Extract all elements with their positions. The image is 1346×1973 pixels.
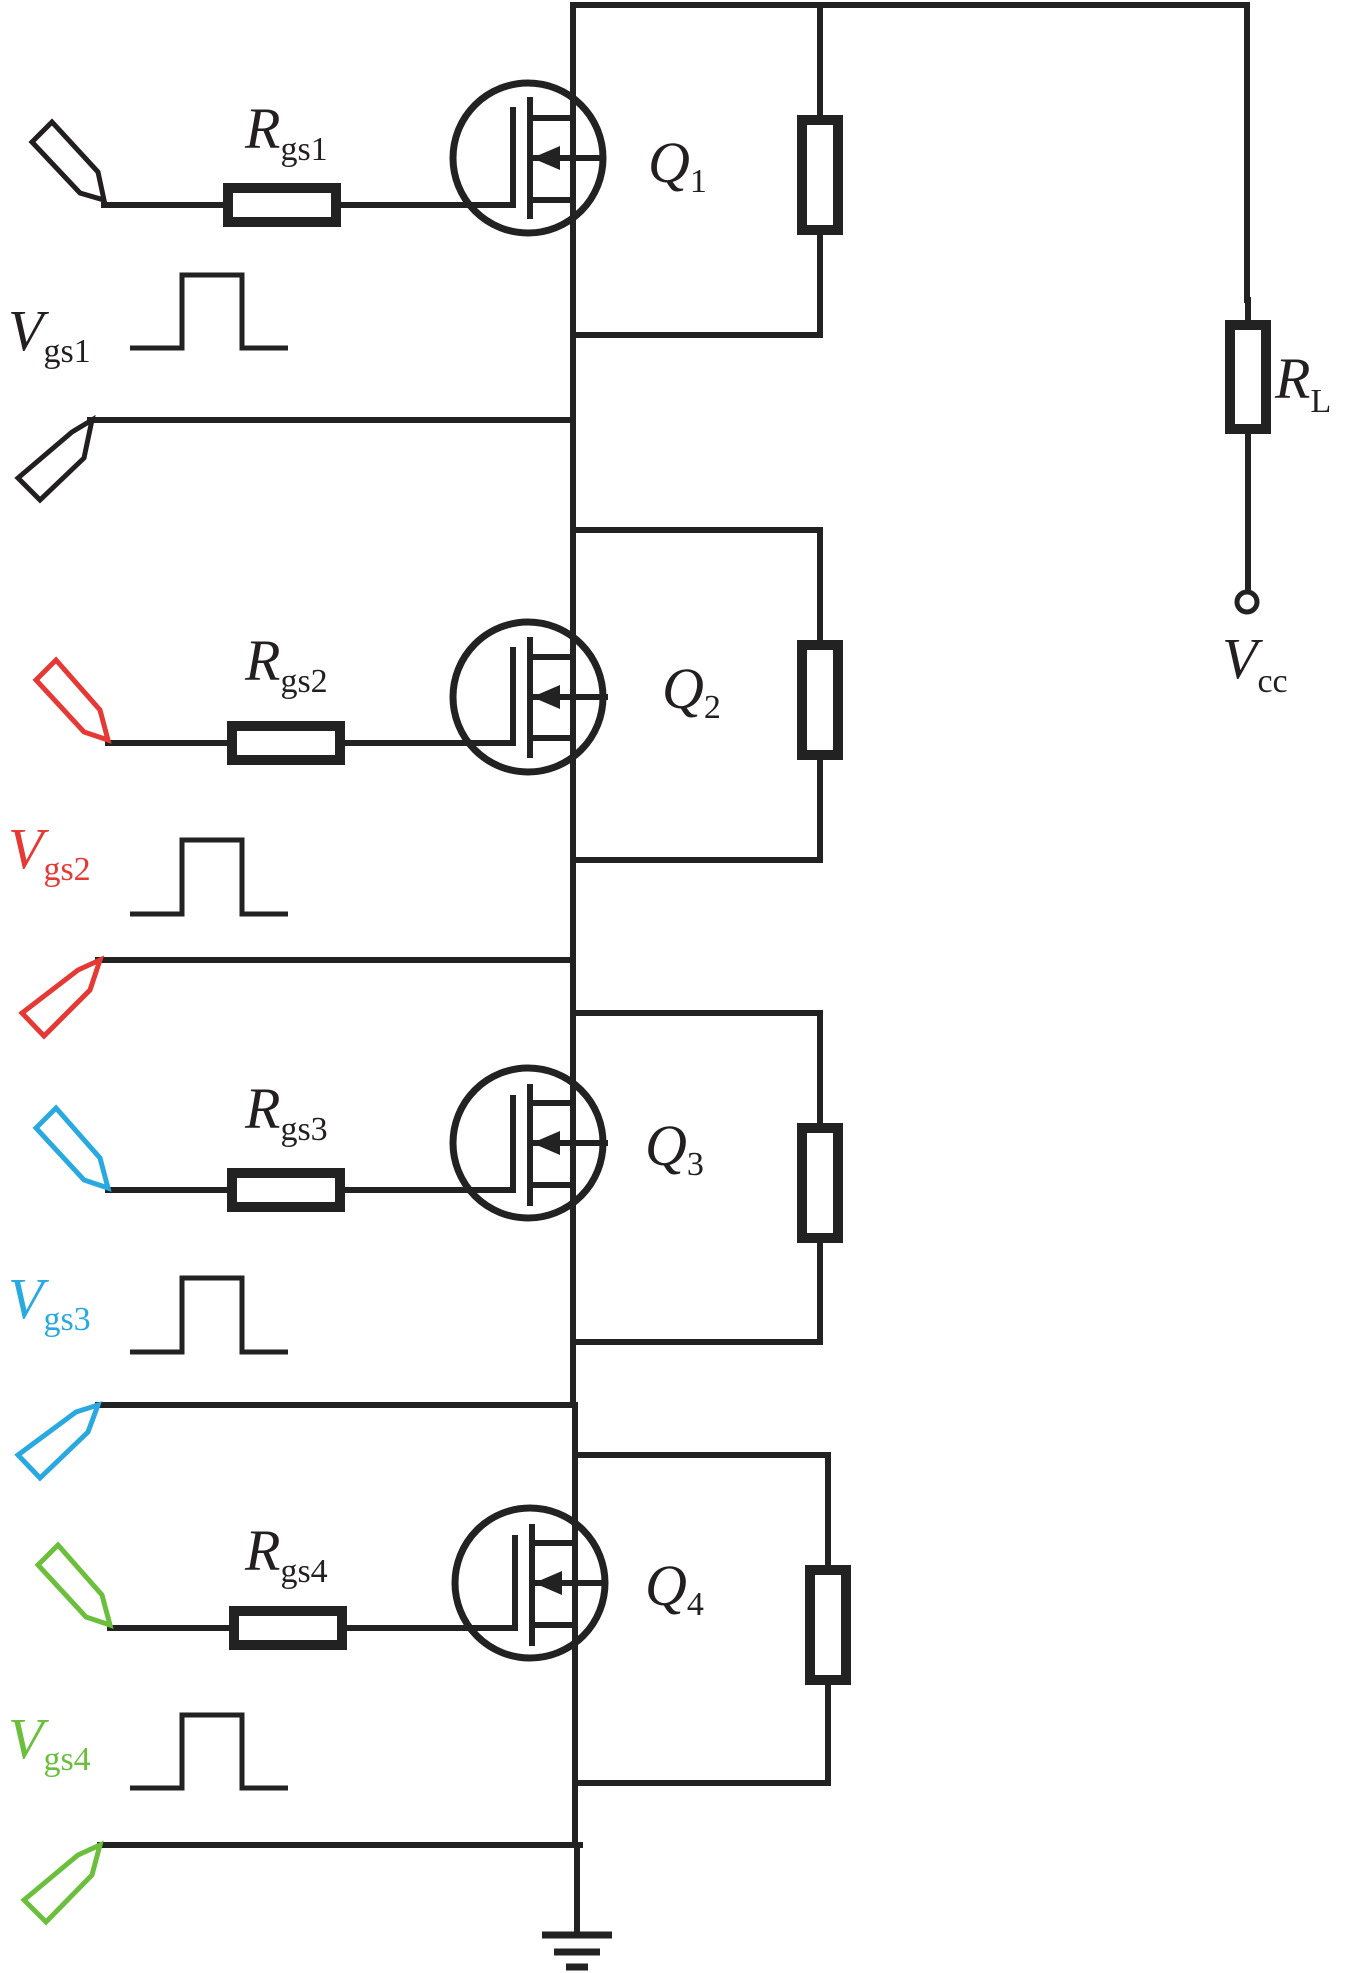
vgs4-label: Vgs4: [8, 1706, 91, 1778]
rgs4-label: Rgs4: [244, 1518, 328, 1590]
rgs2-label: Rgs2: [244, 628, 328, 700]
source-probe-2: [18, 955, 105, 1040]
stage-2: [18, 417, 843, 1040]
stage4-bypass-resistor: [805, 1565, 851, 1685]
stage-3: [14, 957, 843, 1482]
stage1-bypass-resistor: [797, 115, 843, 235]
q4-label: Q4: [645, 1553, 704, 1623]
source-probe-1: [14, 414, 96, 504]
q1-label: Q1: [648, 130, 707, 200]
vcc-terminal: [1234, 589, 1260, 615]
stage-1: [14, 2, 843, 504]
pulse-vgs4: [130, 1712, 288, 1791]
rgs1-label: Rgs1: [244, 96, 328, 168]
gate-probe-2: [32, 656, 112, 744]
gate-probe-1: [28, 118, 108, 204]
pulse-vgs1: [130, 272, 288, 351]
rgs3-resistor: [227, 1168, 345, 1212]
top-rail: [570, 2, 1250, 303]
stage3-bypass-resistor: [797, 1123, 843, 1243]
vgs3-label: Vgs3: [8, 1266, 91, 1338]
gate-probe-4: [34, 1541, 114, 1629]
q3-label: Q3: [645, 1113, 704, 1183]
rgs4-resistor: [229, 1606, 347, 1650]
stage-4: [20, 1402, 851, 1926]
stage2-bypass-resistor: [797, 640, 843, 760]
vgs1-label: Vgs1: [8, 298, 91, 370]
pulse-vgs2: [130, 837, 288, 917]
ground-symbol: [542, 1842, 612, 1971]
source-probe-3: [14, 1401, 103, 1482]
gate-probe-3: [32, 1104, 112, 1192]
q2-label: Q2: [662, 656, 721, 726]
source-probe-4: [20, 1840, 104, 1926]
vcc-label: Vcc: [1222, 626, 1288, 700]
vgs2-label: Vgs2: [8, 816, 91, 888]
rgs2-resistor: [227, 721, 345, 765]
load-resistor-rl: [1225, 297, 1271, 615]
mosfet-q2: [437, 618, 608, 776]
mosfet-q4: [437, 1504, 609, 1662]
mosfet-q1: [437, 79, 607, 237]
mosfet-q3: [437, 1064, 608, 1222]
rgs1-resistor: [223, 183, 341, 227]
rl-label: RL: [1274, 346, 1331, 420]
pulse-vgs3: [130, 1275, 288, 1355]
rgs3-label: Rgs3: [244, 1076, 328, 1148]
